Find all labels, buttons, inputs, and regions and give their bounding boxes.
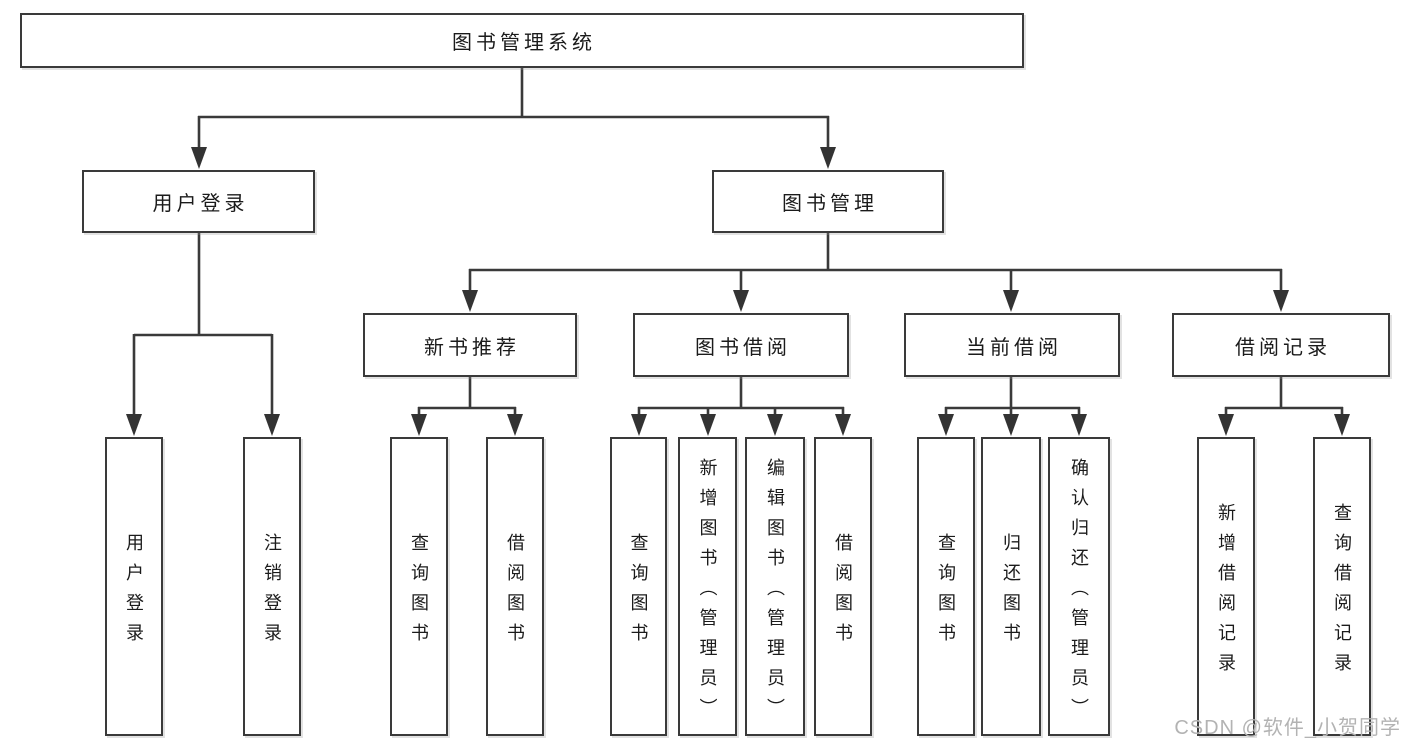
- node-book-management: 图书管理: [712, 170, 944, 233]
- leaf-current-query-book-label: 查询图书: [936, 532, 956, 653]
- leaf-recommend-borrow-book-label: 借阅图书: [505, 532, 525, 653]
- connector-borrow-to-leaves: [631, 377, 851, 436]
- leaf-records-query-record-label: 查询借阅记录: [1332, 502, 1352, 683]
- leaf-current-confirm-return-admin: 确认归还（管理员）: [1048, 437, 1110, 736]
- leaf-borrow-edit-book-admin: 编辑图书（管理员）: [745, 437, 805, 736]
- leaf-borrow-borrow-book: 借阅图书: [814, 437, 872, 736]
- leaf-recommend-borrow-book: 借阅图书: [486, 437, 544, 736]
- leaf-recommend-query-book-label: 查询图书: [409, 532, 429, 653]
- connector-root-to-level2: [191, 66, 836, 169]
- leaf-records-query-record: 查询借阅记录: [1313, 437, 1371, 736]
- leaf-current-confirm-return-admin-label: 确认归还（管理员）: [1069, 457, 1089, 728]
- connector-recommend-to-leaves: [411, 377, 523, 436]
- leaf-user-login: 用户登录: [105, 437, 163, 736]
- csdn-watermark: CSDN @软件_小贺同学: [1174, 717, 1401, 739]
- leaf-recommend-query-book: 查询图书: [390, 437, 448, 736]
- node-borrow-records: 借阅记录: [1172, 313, 1390, 377]
- node-book-borrow: 图书借阅: [633, 313, 849, 377]
- leaf-records-add-record-label: 新增借阅记录: [1216, 502, 1236, 683]
- leaf-borrow-edit-book-admin-label: 编辑图书（管理员）: [765, 457, 785, 728]
- leaf-records-add-record: 新增借阅记录: [1197, 437, 1255, 736]
- leaf-logout-login: 注销登录: [243, 437, 301, 736]
- connector-userlogin-to-leaves: [126, 233, 280, 436]
- leaf-current-return-book-label: 归还图书: [1001, 532, 1021, 653]
- leaf-user-login-label: 用户登录: [124, 532, 144, 653]
- connector-current-to-leaves: [938, 377, 1087, 436]
- connector-bookmgmt-to-level3: [462, 233, 1289, 312]
- leaf-current-return-book: 归还图书: [981, 437, 1041, 736]
- node-current-borrow: 当前借阅: [904, 313, 1120, 377]
- connector-records-to-leaves: [1218, 377, 1350, 436]
- leaf-logout-login-label: 注销登录: [262, 532, 282, 653]
- node-user-login: 用户登录: [82, 170, 315, 233]
- leaf-borrow-query-book-label: 查询图书: [628, 532, 649, 653]
- leaf-borrow-add-book-admin: 新增图书（管理员）: [678, 437, 737, 736]
- node-root-system: 图书管理系统: [20, 13, 1024, 68]
- leaf-borrow-query-book: 查询图书: [610, 437, 667, 736]
- leaf-borrow-borrow-book-label: 借阅图书: [833, 532, 853, 653]
- leaf-borrow-add-book-admin-label: 新增图书（管理员）: [697, 457, 718, 728]
- node-new-book-recommend: 新书推荐: [363, 313, 577, 377]
- leaf-current-query-book: 查询图书: [917, 437, 975, 736]
